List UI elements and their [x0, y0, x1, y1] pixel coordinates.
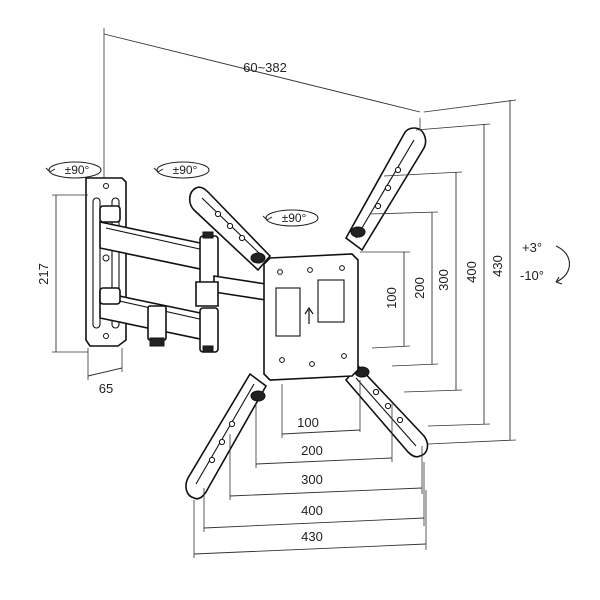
tilt-up-label: +3° — [522, 240, 542, 255]
wall-swivel-label: ±90° — [65, 163, 90, 177]
up-arrow-icon — [304, 306, 314, 324]
width-range-label: 60~382 — [243, 60, 287, 75]
vesa-h-100-label: 100 — [297, 415, 319, 430]
central-mounting-plate — [263, 253, 359, 381]
swivel-arrow-icon — [153, 167, 164, 173]
vesa-v-400-label: 400 — [464, 261, 479, 283]
tilt-down-label: -10° — [520, 268, 544, 283]
horizontal-vesa-dimensions: 100 200 300 400 430 — [193, 380, 427, 558]
vesa-h-430-label: 430 — [301, 529, 323, 544]
wall-height-label: 217 — [36, 263, 51, 285]
rotation-arrow-icon — [262, 215, 273, 221]
vesa-h-200-label: 200 — [301, 443, 323, 458]
swivel-arrow-icon — [45, 167, 56, 173]
width-range-dimension: 60~382 — [103, 28, 421, 196]
articulating-arms — [99, 205, 267, 353]
wall-depth-dimension: 65 — [87, 348, 123, 396]
vesa-v-300-label: 300 — [436, 269, 451, 291]
wall-swivel-indicator: ±90° — [45, 161, 102, 179]
rotation-indicator: ±90° — [262, 209, 319, 227]
vesa-v-200-label: 200 — [412, 277, 427, 299]
vesa-h-400-label: 400 — [301, 503, 323, 518]
tilt-indicator: +3° -10° — [520, 240, 571, 285]
vesa-bracket-arms — [185, 127, 429, 500]
rotation-label: ±90° — [282, 211, 307, 225]
vesa-h-300-label: 300 — [301, 472, 323, 487]
vesa-v-430-label: 430 — [490, 255, 505, 277]
tilt-arrow-icon — [555, 245, 571, 283]
wall-height-dimension: 217 — [36, 194, 88, 353]
vesa-v-100-label: 100 — [384, 287, 399, 309]
arm-swivel-label: ±90° — [173, 163, 198, 177]
wall-depth-label: 65 — [99, 381, 113, 396]
arm-swivel-indicator: ±90° — [153, 161, 210, 179]
vertical-vesa-dimensions: 100 200 300 400 430 — [360, 99, 517, 445]
